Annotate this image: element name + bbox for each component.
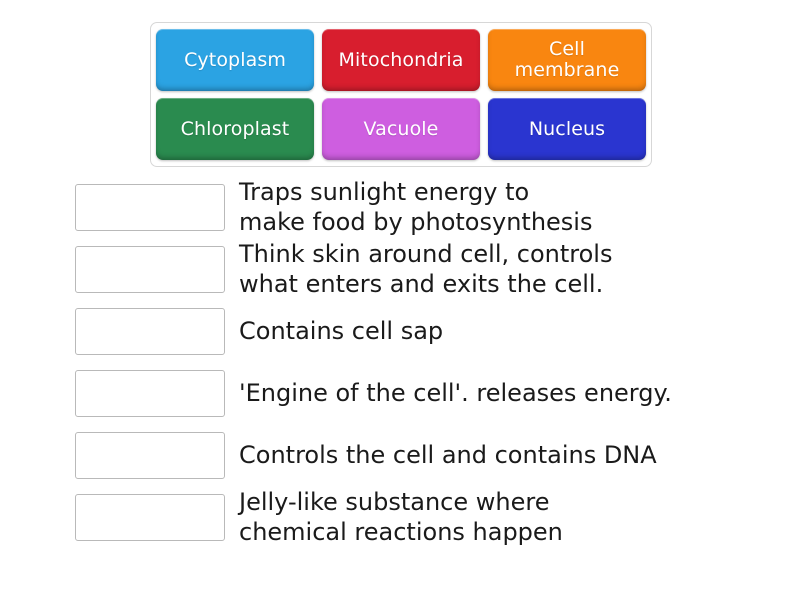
answer-drop-box[interactable] — [75, 493, 225, 541]
answer-definition-text: Traps sunlight energy to make food by ph… — [239, 178, 593, 236]
answer-row: Contains cell sap — [0, 300, 800, 362]
answer-row: Traps sunlight energy to make food by ph… — [0, 176, 800, 238]
word-bank-panel: Cytoplasm Mitochondria Cell membrane Chl… — [150, 22, 652, 167]
word-tile-label: Mitochondria — [338, 48, 464, 71]
answer-definition-text: Controls the cell and contains DNA — [239, 441, 657, 469]
answer-definition-text: 'Engine of the cell'. releases energy. — [239, 379, 672, 407]
answer-row-list: Traps sunlight energy to make food by ph… — [0, 176, 800, 548]
word-tile-grid: Cytoplasm Mitochondria Cell membrane Chl… — [156, 29, 646, 160]
word-tile-nucleus[interactable]: Nucleus — [488, 98, 646, 160]
answer-definition-text: Contains cell sap — [239, 317, 444, 345]
word-tile-label: Cell membrane — [514, 38, 620, 81]
answer-row: 'Engine of the cell'. releases energy. — [0, 362, 800, 424]
word-tile-label: Vacuole — [363, 117, 439, 140]
word-tile-label: Chloroplast — [180, 117, 290, 140]
answer-definition-text: Jelly-like substance where chemical reac… — [239, 488, 563, 546]
word-tile-label: Nucleus — [528, 117, 606, 140]
word-tile-cell-membrane[interactable]: Cell membrane — [488, 29, 646, 91]
answer-row: Jelly-like substance where chemical reac… — [0, 486, 800, 548]
word-tile-label: Cytoplasm — [184, 48, 286, 71]
answer-drop-box[interactable] — [75, 307, 225, 355]
word-tile-vacuole[interactable]: Vacuole — [322, 98, 480, 160]
word-tile-cytoplasm[interactable]: Cytoplasm — [156, 29, 314, 91]
answer-row: Controls the cell and contains DNA — [0, 424, 800, 486]
word-tile-mitochondria[interactable]: Mitochondria — [322, 29, 480, 91]
answer-row: Think skin around cell, controls what en… — [0, 238, 800, 300]
word-tile-chloroplast[interactable]: Chloroplast — [156, 98, 314, 160]
answer-drop-box[interactable] — [75, 431, 225, 479]
answer-definition-text: Think skin around cell, controls what en… — [239, 240, 613, 298]
answer-drop-box[interactable] — [75, 369, 225, 417]
answer-drop-box[interactable] — [75, 245, 225, 293]
answer-drop-box[interactable] — [75, 183, 225, 231]
